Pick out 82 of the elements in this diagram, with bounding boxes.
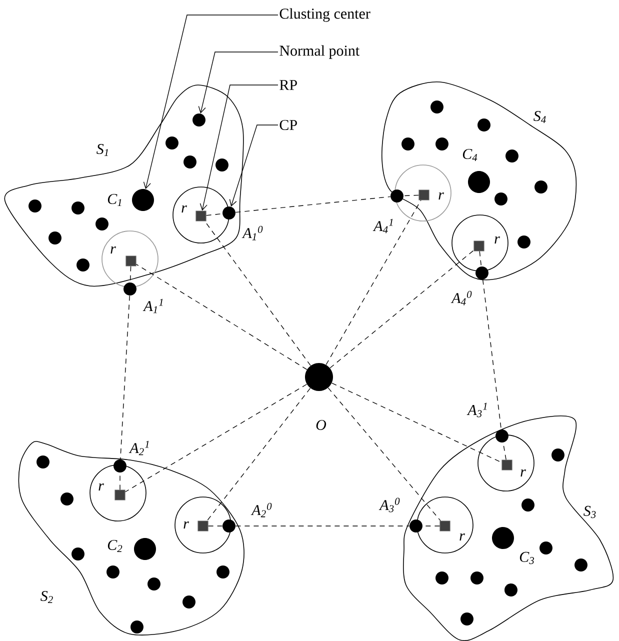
point-dot [460,612,474,626]
point-dot [182,596,196,608]
point-dot [430,100,444,114]
point-dot [436,572,448,584]
point-dot [504,584,518,596]
callout-label: CP [280,120,297,130]
point-dot [192,114,206,126]
point-dot [540,542,552,554]
node-label: C$_{3}$ [520,552,534,564]
point-dot [506,150,518,162]
leader-line [200,84,278,211]
leader-line [143,14,278,190]
node-label: C$_{2}$ [108,540,122,552]
node-label: C$_{4}$ [462,148,478,162]
point-dot [76,258,90,272]
reference-point-square [126,256,136,266]
dashed-line [403,194,420,196]
point-dot [48,232,62,244]
node-label: A$_{2}$1 [128,440,149,456]
reference-point-square [198,520,208,532]
point-dot [552,448,564,462]
point-dot [216,158,228,172]
point-dot [72,202,84,214]
callout-label: Clusting center [280,8,370,22]
dashed-line [120,295,130,460]
reference-point-square [440,520,450,532]
dashed-line [206,388,311,522]
dashed-line [204,220,311,366]
dashed-line [136,264,308,370]
leader-line [198,52,278,114]
point-dot [96,218,108,230]
point-dot [106,566,120,578]
node-label: A$_{1}$1 [142,298,163,314]
point-dot [494,192,508,206]
dashed-line [326,200,422,366]
point-dot [216,566,230,578]
dashed-line [130,266,132,283]
center-point: C$_{3}$ [492,527,534,564]
reference-point-square [196,210,206,222]
point-dot [36,456,50,468]
leader-line [229,124,278,207]
node-label: A$_{3}$1 [466,402,487,418]
point-dot [402,138,414,150]
dashed-line [330,250,474,368]
point-dot [522,498,534,512]
point-dot [478,118,490,132]
dashed-line [479,250,482,267]
dashed-line [482,279,502,430]
point-dot [436,138,448,150]
point-dot [148,578,160,590]
node-label: A$_{2}$0 [250,502,272,518]
node-label: A$_{4}$0 [450,290,472,306]
dashed-line [206,213,223,216]
point-dot [470,572,484,584]
point-dot [184,156,196,168]
reference-point-square [114,490,126,500]
center-point: C$_{2}$ [108,538,156,560]
callout-label: RP [280,80,297,90]
center-point: O [305,363,333,430]
dashed-line [235,196,391,213]
point-dot [518,236,530,248]
point-dot [574,558,588,572]
center-point: C$_{4}$ [462,148,490,193]
node-label: A$_{3}$0 [378,498,400,512]
reference-point-square [502,460,512,470]
point-dot [60,492,74,506]
center-point: C$_{1}$ [108,189,154,211]
node-label: C$_{1}$ [108,194,122,206]
point-dot [534,180,548,194]
dashed-line [124,384,308,492]
point-dot [166,136,178,150]
node-label: A$_{1}$0 [242,226,263,240]
dashed-line [332,382,502,463]
point-dot [28,200,42,212]
dashed-line [328,388,441,522]
reference-point-square [474,240,484,252]
node-label: O [316,420,326,430]
node-label: A$_{4}$1 [372,218,393,234]
point-dot [130,620,144,634]
reference-point-square [418,190,430,200]
point-dot [72,548,84,560]
callout-label: Normal point [280,45,360,59]
